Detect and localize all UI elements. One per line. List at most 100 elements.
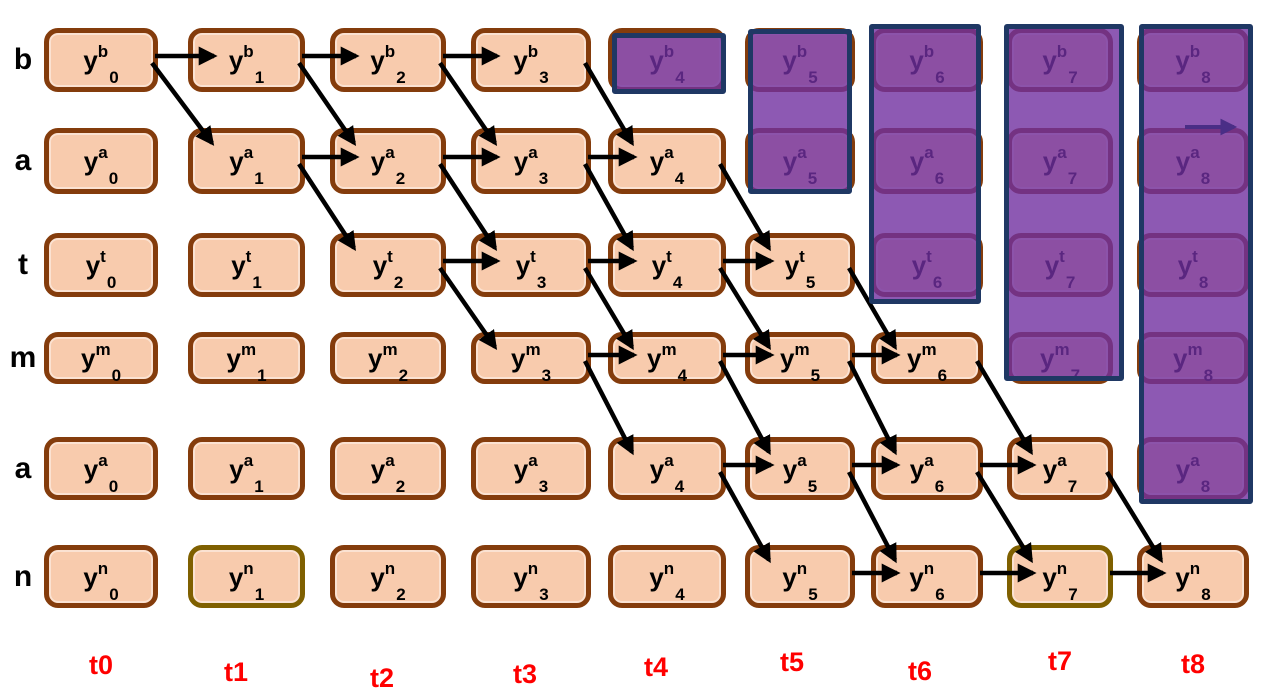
box-label: yt4 — [651, 247, 683, 293]
time-label-t0: t0 — [88, 650, 114, 680]
box-row3-ym6: ym6 — [871, 332, 983, 384]
pruned-overlay-t7-rows4 — [1004, 24, 1124, 381]
box-label: ya2 — [370, 450, 406, 496]
box-row5-yn8: yn8 — [1137, 545, 1249, 608]
box-row2-yt0: yt0 — [44, 233, 158, 297]
box-row0-yb1: yb1 — [188, 28, 305, 92]
box-label: yn3 — [513, 558, 549, 604]
box-label: yb3 — [513, 42, 549, 88]
box-label: yn2 — [370, 558, 406, 604]
pruned-overlay-t6-rows3 — [869, 24, 981, 304]
box-row2-yt2: yt2 — [330, 233, 446, 297]
box-row3-ym5: ym5 — [745, 332, 855, 384]
box-label: ym1 — [226, 340, 267, 386]
box-row4-ya1: ya1 — [188, 437, 305, 500]
time-label-t2: t2 — [369, 663, 395, 693]
box-label: ym0 — [80, 340, 122, 386]
box-label: yt1 — [231, 247, 262, 293]
box-row5-yn3: yn3 — [471, 545, 591, 608]
box-row3-ym4: ym4 — [608, 332, 726, 384]
box-row5-yn5: yn5 — [745, 545, 855, 608]
box-row5-yn6: yn6 — [871, 545, 983, 608]
box-label: yn6 — [909, 558, 945, 604]
row-label-n-r5: n — [13, 559, 33, 593]
box-label: ym3 — [510, 340, 552, 386]
box-row5-yn2: yn2 — [330, 545, 446, 608]
box-row3-ym1: ym1 — [188, 332, 305, 384]
box-label: yt2 — [372, 247, 404, 293]
box-row1-ya2: ya2 — [330, 128, 446, 194]
box-label: yt0 — [85, 247, 117, 293]
box-row4-ya7: ya7 — [1007, 437, 1113, 500]
box-label: ya7 — [1042, 450, 1078, 496]
box-row2-yt3: yt3 — [471, 233, 591, 297]
box-row5-yn1: yn1 — [188, 545, 305, 608]
box-row1-ya0: ya0 — [44, 128, 158, 194]
box-label: ya6 — [909, 450, 945, 496]
box-label: ya1 — [229, 143, 264, 189]
box-label: yb2 — [370, 42, 406, 88]
box-label: ym2 — [367, 340, 409, 386]
box-label: ym6 — [906, 340, 948, 386]
box-label: ya3 — [513, 450, 549, 496]
box-label: yn8 — [1175, 558, 1211, 604]
box-row3-ym3: ym3 — [471, 332, 591, 384]
box-label: ym5 — [779, 340, 821, 386]
box-label: ya1 — [229, 450, 264, 496]
box-row4-ya4: ya4 — [608, 437, 726, 500]
box-label: yn1 — [228, 558, 265, 604]
box-label: ya4 — [649, 143, 685, 189]
box-row5-yn4: yn4 — [608, 545, 726, 608]
box-label: ym4 — [646, 340, 688, 386]
box-row2-yt4: yt4 — [608, 233, 726, 297]
time-label-t6: t6 — [907, 656, 933, 686]
box-row5-yn7: yn7 — [1007, 545, 1113, 608]
box-row1-ya1: ya1 — [188, 128, 305, 194]
box-label: ya2 — [370, 143, 406, 189]
box-label: ya0 — [83, 450, 119, 496]
box-label: yn5 — [782, 558, 818, 604]
box-label: yn7 — [1042, 558, 1078, 604]
box-row0-yb3: yb3 — [471, 28, 591, 92]
box-label: ya3 — [513, 143, 549, 189]
box-row4-ya6: ya6 — [871, 437, 983, 500]
box-row0-yb0: yb0 — [44, 28, 158, 92]
time-label-t1: t1 — [223, 657, 249, 687]
box-label: yt3 — [515, 247, 547, 293]
box-row4-ya0: ya0 — [44, 437, 158, 500]
time-label-t8: t8 — [1180, 649, 1206, 679]
row-label-b-r0: b — [13, 43, 33, 76]
box-row1-ya3: ya3 — [471, 128, 591, 194]
time-label-t4: t4 — [643, 652, 669, 682]
time-label-t5: t5 — [779, 647, 805, 677]
box-row3-ym0: ym0 — [44, 332, 158, 384]
row-label-t-r2: t — [18, 248, 28, 281]
pruned-overlay-t4-rows1 — [612, 33, 726, 94]
box-label: yb1 — [228, 42, 265, 88]
box-label: ya4 — [649, 450, 685, 496]
box-row3-ym2: ym2 — [330, 332, 446, 384]
box-row5-yn0: yn0 — [44, 545, 158, 608]
row-label-a-r1: a — [14, 144, 32, 177]
row-label-a-r4: a — [14, 451, 32, 485]
row-label-m-r3: m — [9, 341, 37, 374]
box-label: ya0 — [83, 143, 119, 189]
box-label: ya5 — [782, 450, 818, 496]
box-row2-yt1: yt1 — [188, 233, 305, 297]
box-row2-yt5: yt5 — [745, 233, 855, 297]
box-row4-ya3: ya3 — [471, 437, 591, 500]
box-label: yn4 — [649, 558, 685, 604]
box-label: yt5 — [784, 247, 816, 293]
time-label-t7: t7 — [1047, 646, 1073, 676]
box-row4-ya2: ya2 — [330, 437, 446, 500]
box-label: yb0 — [83, 42, 119, 88]
box-label: yn0 — [83, 558, 119, 604]
box-row4-ya5: ya5 — [745, 437, 855, 500]
pruned-overlay-t5-rows2 — [748, 29, 852, 194]
box-row1-ya4: ya4 — [608, 128, 726, 194]
box-row0-yb2: yb2 — [330, 28, 446, 92]
pruned-overlay-t8-rows5 — [1139, 24, 1253, 504]
